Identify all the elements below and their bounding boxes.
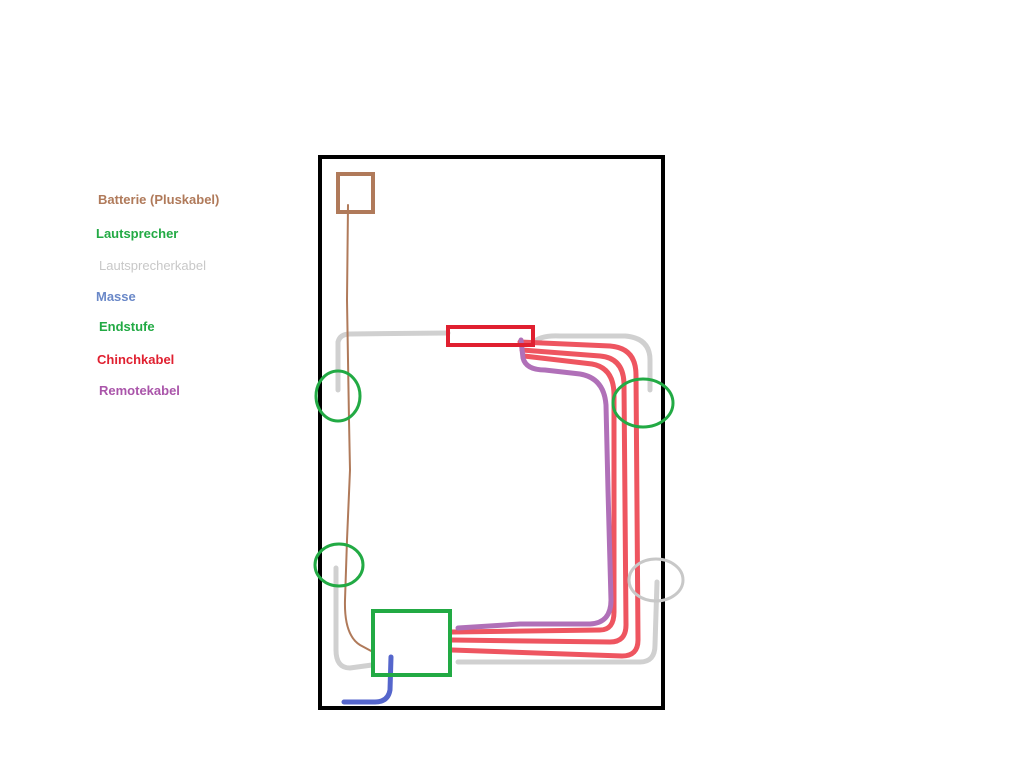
legend-endstufe: Endstufe [99,319,155,334]
legend-lautsprecherkabel: Lautsprecherkabel [99,258,206,273]
ground-cable [341,654,394,705]
legend-masse: Masse [96,289,136,304]
legend-batterie: Batterie (Pluskabel) [98,192,220,207]
speaker-cable-front-right [530,333,653,393]
cinch-cable-inner [449,353,617,635]
battery-plus-cable [343,204,374,653]
remote-cable [455,337,614,631]
car-outline [318,155,665,710]
amplifier [371,609,452,677]
battery [336,172,375,214]
speaker-front-left [314,369,362,423]
speaker-cable-front-left [335,330,451,393]
speaker-front-right [611,377,675,429]
legend-remotekabel: Remotekabel [99,383,180,398]
cinch-cable-middle [449,347,629,645]
cinch-cable-outer [449,339,641,659]
speaker-cable-rear-left [333,565,375,671]
speaker-rear-right [627,557,685,603]
legend-chinchkabel: Chinchkabel [97,352,175,367]
legend-lautsprecher: Lautsprecher [96,226,179,241]
speaker-rear-left [313,542,365,588]
speaker-cable-rear-right [455,579,660,665]
head-unit [446,325,535,347]
